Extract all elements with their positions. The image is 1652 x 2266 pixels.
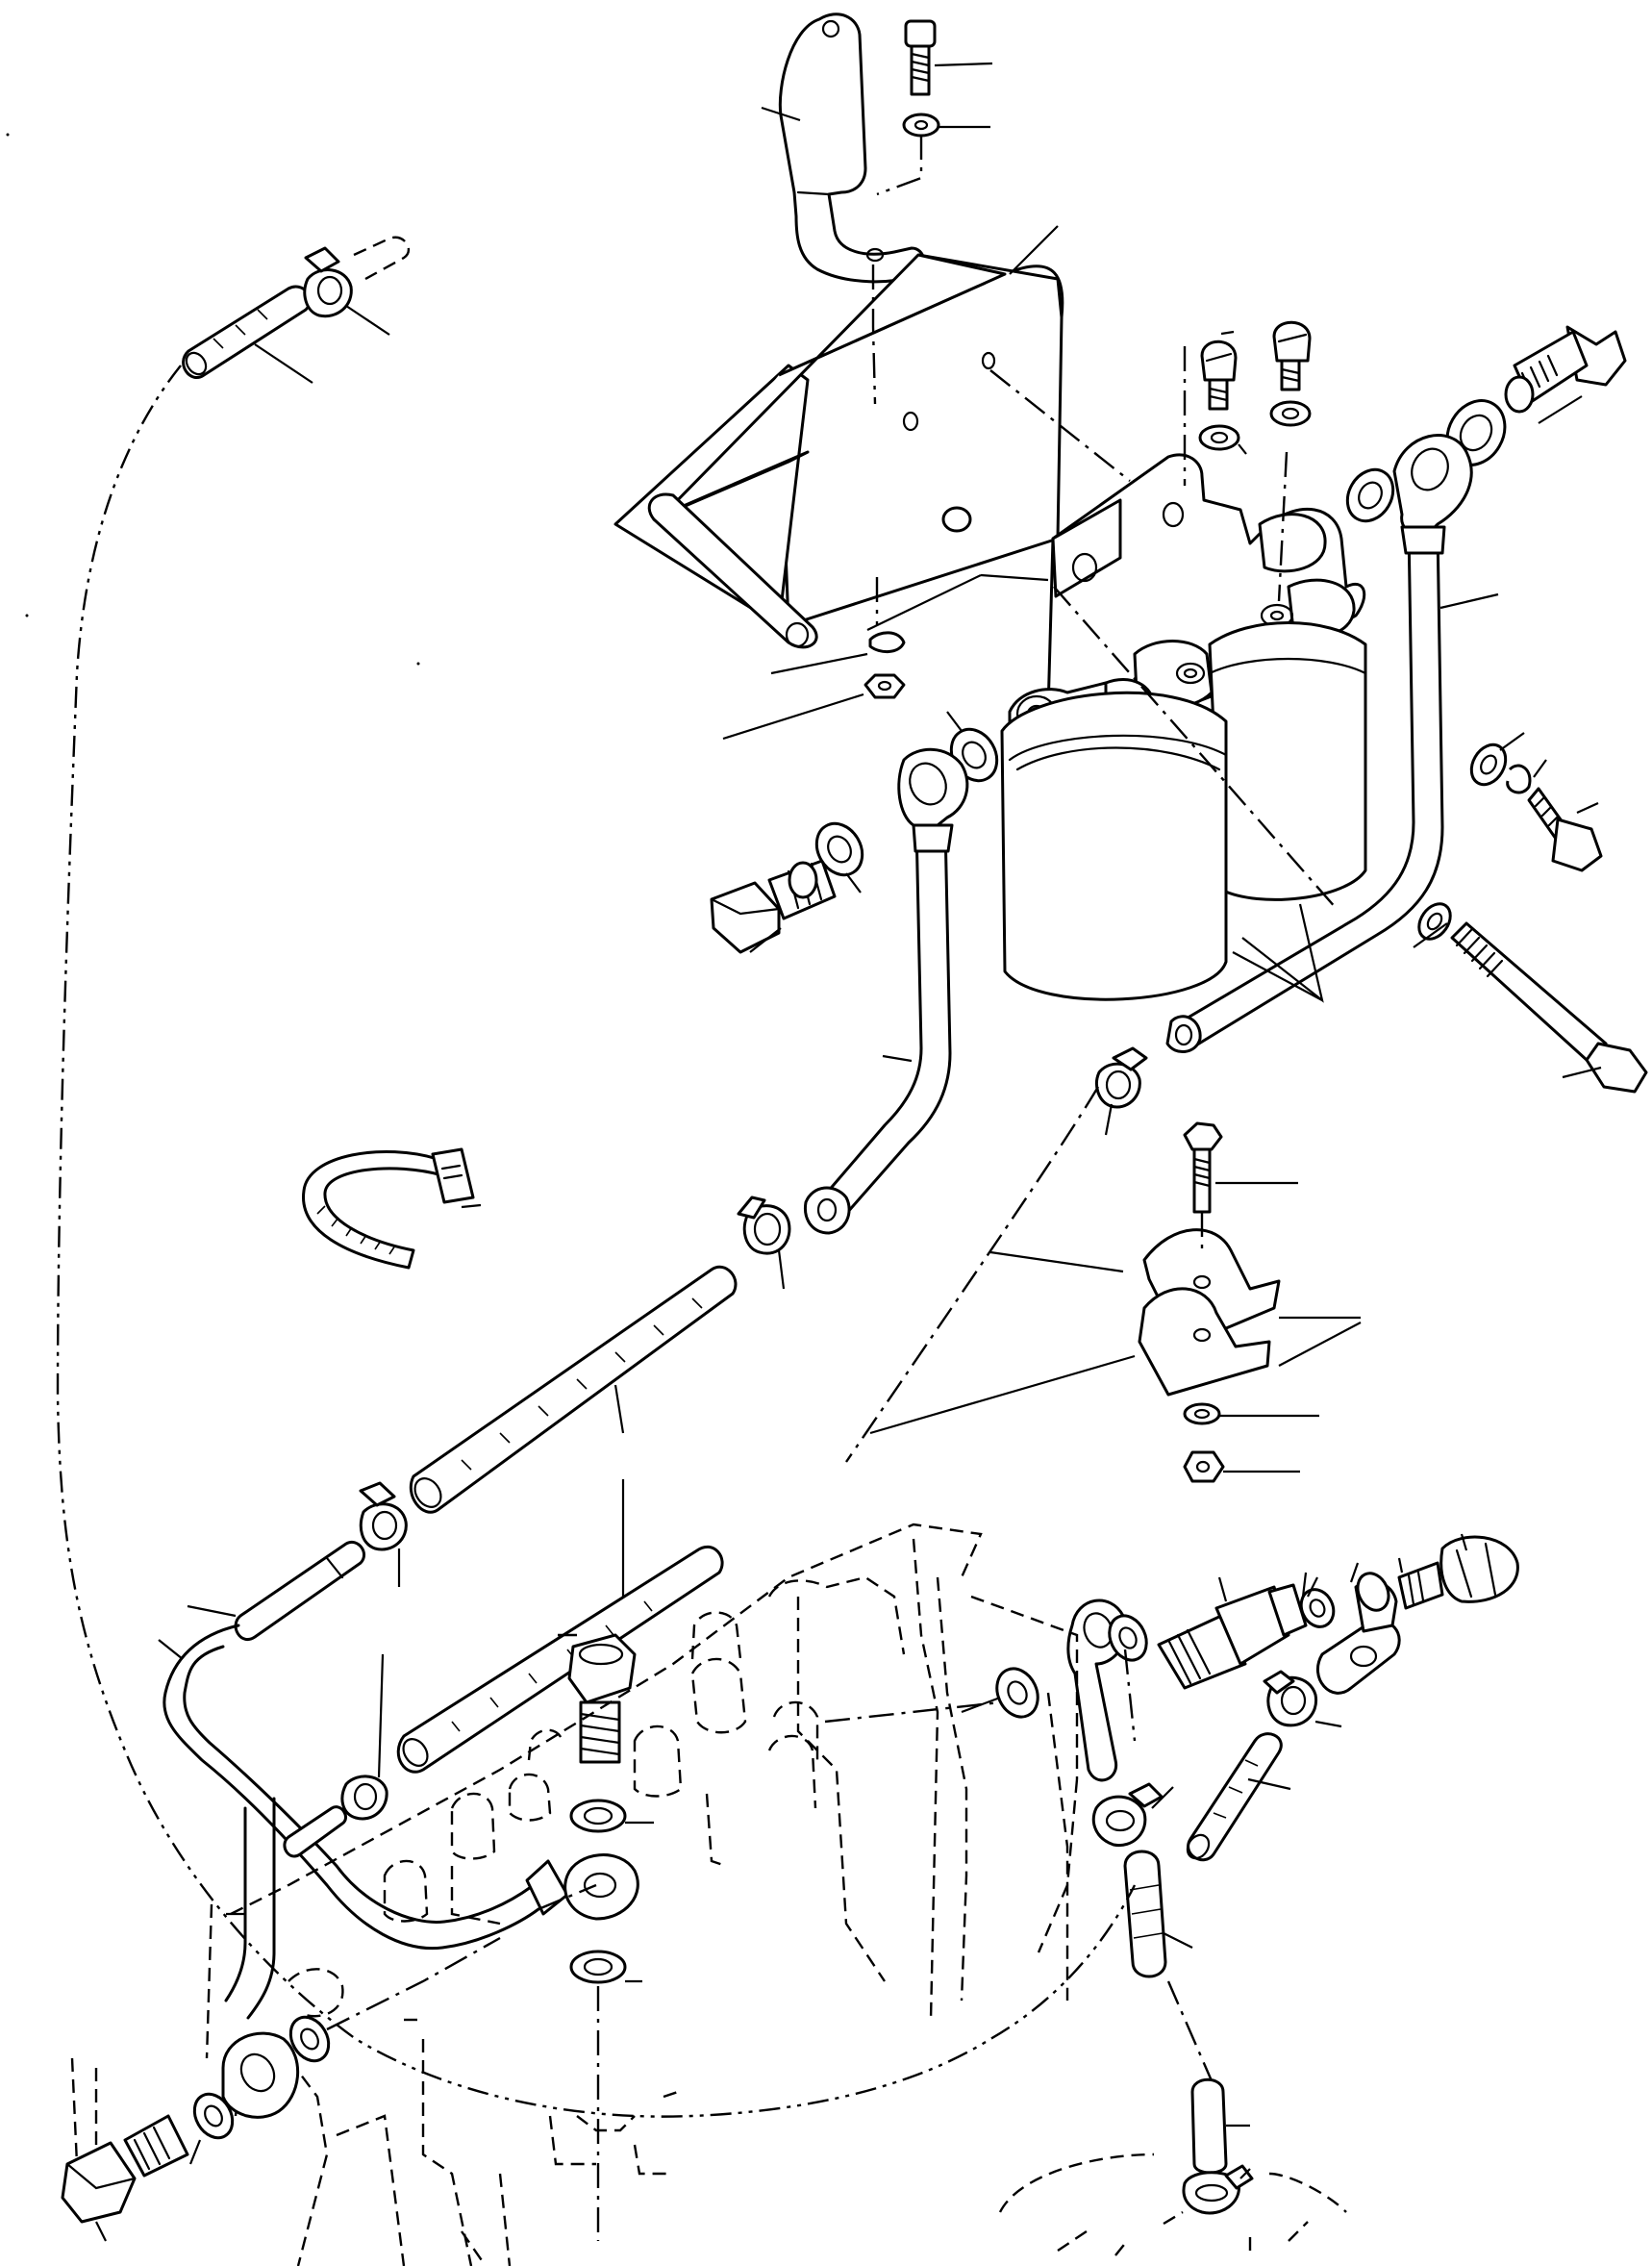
banjo-bolt-left bbox=[710, 859, 837, 954]
cable-tie bbox=[302, 1147, 482, 1270]
fuel-hose-short bbox=[1123, 1850, 1193, 1978]
washer-lower-left bbox=[188, 2015, 331, 2165]
hose-clamp-top-left bbox=[303, 246, 390, 336]
hose-clamp-bottom bbox=[1182, 2164, 1254, 2215]
hose-clamp-upper bbox=[1095, 1046, 1148, 1136]
bracket-bolt bbox=[904, 19, 993, 96]
fuel-pipe-right bbox=[1165, 525, 1499, 1053]
hose-clamp-left bbox=[359, 1481, 408, 1587]
side-screw-right bbox=[1469, 732, 1603, 872]
fuel-hose-mid bbox=[396, 1479, 724, 1774]
mounting-plate bbox=[613, 225, 1064, 649]
hose-top-left bbox=[182, 285, 313, 384]
plate-lockwasher bbox=[770, 631, 906, 675]
washer-right-a bbox=[961, 1667, 1039, 1719]
top-banjo-eye bbox=[1392, 434, 1473, 537]
long-bolt bbox=[1413, 902, 1648, 1094]
hose-clamp bbox=[737, 1196, 791, 1290]
banjo-eye-lower-left bbox=[221, 2031, 300, 2119]
hose-clamp-right bbox=[1263, 1670, 1342, 1728]
bracket-washer bbox=[902, 113, 990, 138]
plate-nut bbox=[722, 673, 906, 741]
banjo-bolt-right bbox=[1397, 1533, 1519, 1610]
filter-bowl-rear bbox=[1208, 621, 1367, 901]
top-sealing-washer-2 bbox=[1345, 467, 1395, 523]
pipe-clamp-bolt bbox=[1183, 1121, 1298, 1214]
fuel-pipe-lower-left bbox=[224, 1797, 276, 2020]
check-valve bbox=[1157, 1576, 1308, 1690]
hose-clamp-lower bbox=[340, 1653, 388, 1821]
scan-dot bbox=[6, 133, 10, 137]
top-screw-left bbox=[1198, 330, 1247, 455]
filter-bowl-front bbox=[1000, 691, 1228, 1001]
fuel-pipe-center bbox=[803, 747, 969, 1235]
pipe-stub-left bbox=[187, 1540, 366, 1641]
fitting-top-left-phantom bbox=[353, 236, 411, 281]
fuel-hose-lower bbox=[1186, 1732, 1291, 1862]
left-sealing-washer-1 bbox=[814, 821, 864, 894]
fuel-hose-upper bbox=[409, 1266, 738, 1514]
injection-pump-phantom bbox=[56, 365, 1347, 2266]
banjo-bolt-lower-left bbox=[61, 2114, 189, 2242]
scan-dot bbox=[25, 614, 29, 617]
banjo-bolt-top bbox=[1504, 325, 1627, 424]
pipe-clamp bbox=[869, 1228, 1362, 1435]
upper-bracket bbox=[761, 13, 926, 284]
pipe-clamp-washer bbox=[1183, 1402, 1319, 1425]
banjo-fitting-lower bbox=[563, 1633, 654, 1984]
washer-right-b bbox=[1108, 1614, 1148, 1662]
washer-right-c bbox=[1299, 1588, 1336, 1628]
hose-end bbox=[1190, 2077, 1250, 2175]
fuel-pipe-lower-stub bbox=[283, 1805, 347, 1858]
pipe-clamp-nut bbox=[1183, 1450, 1300, 1483]
top-screw-right bbox=[1269, 320, 1312, 427]
scan-dot bbox=[416, 662, 420, 666]
washer-right-d bbox=[1356, 1557, 1404, 1612]
hose-clamp-right-2 bbox=[1091, 1782, 1174, 1848]
